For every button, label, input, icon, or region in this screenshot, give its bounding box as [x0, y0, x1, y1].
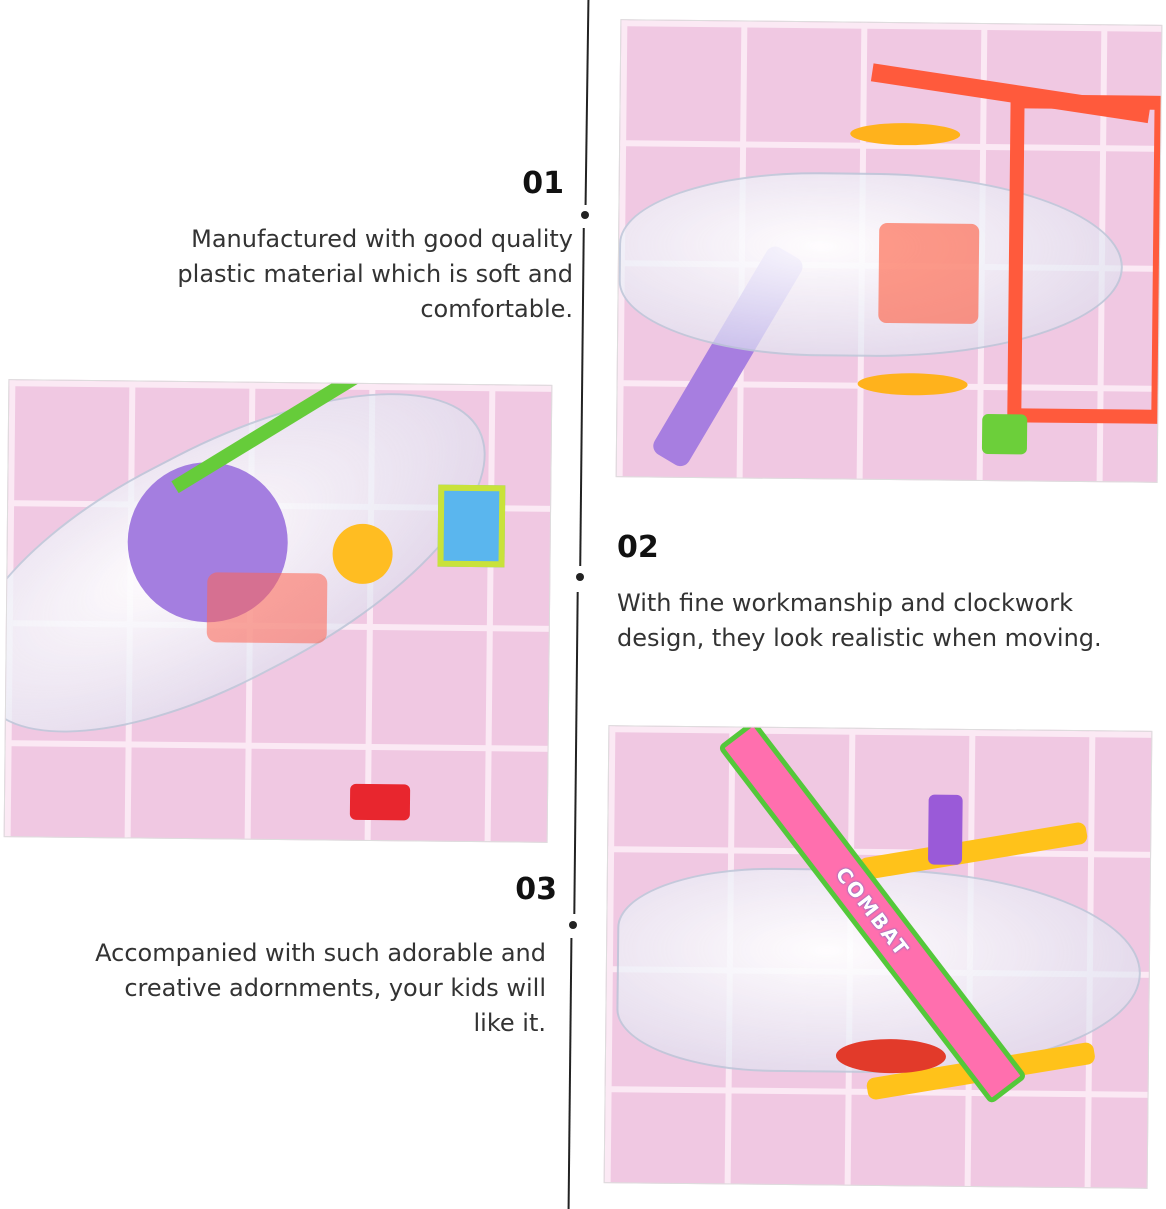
description-line: creative adornments, your kids will — [124, 974, 546, 1002]
timeline-dot-01 — [581, 211, 589, 219]
feature-description-03: Accompanied with such adorable and creat… — [95, 936, 546, 1041]
description-line: comfortable. — [420, 295, 573, 323]
product-photo-2 — [3, 379, 553, 843]
description-line: plastic material which is soft and — [177, 260, 573, 288]
timeline-dot-03 — [569, 921, 577, 929]
feature-number-01: 01 — [522, 166, 564, 201]
feature-number-03: 03 — [515, 872, 557, 907]
feature-description-02: With fine workmanship and clockwork desi… — [617, 586, 1102, 656]
product-photo-1 — [615, 19, 1163, 483]
timeline-line — [573, 591, 579, 915]
timeline-line — [567, 937, 573, 1209]
feature-description-01: Manufactured with good quality plastic m… — [177, 222, 573, 327]
description-line: Accompanied with such adorable and — [95, 939, 546, 967]
description-line: design, they look realistic when moving. — [617, 624, 1102, 652]
timeline-line — [579, 227, 585, 567]
feature-number-02: 02 — [617, 530, 659, 565]
product-photo-3: COMBAT — [603, 725, 1153, 1189]
timeline-dot-02 — [576, 573, 584, 581]
description-line: With fine workmanship and clockwork — [617, 589, 1073, 617]
description-line: Manufactured with good quality — [191, 225, 573, 253]
timeline-line — [584, 0, 590, 206]
description-line: like it. — [473, 1009, 546, 1037]
